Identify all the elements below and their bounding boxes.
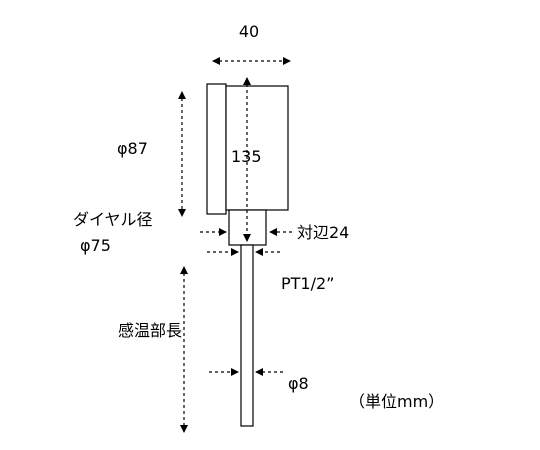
hex-fitting [228,209,267,246]
label-width-40: 40 [239,22,259,41]
label-stem-dia: φ8 [288,374,309,393]
dial-face-rim [206,83,227,215]
label-across-flats: 対辺24 [297,223,349,242]
label-dia-87: φ87 [117,139,148,158]
probe-stem [240,244,254,427]
label-unit: （単位mm） [349,392,444,411]
dial-case [225,85,289,211]
label-length-135: 135 [231,147,262,166]
label-thread: PT1/2” [281,274,334,293]
label-dial-diameter: ダイヤル径 [73,210,153,229]
label-dia-75: φ75 [80,236,111,255]
label-probe-length: 感温部長 [118,321,182,340]
